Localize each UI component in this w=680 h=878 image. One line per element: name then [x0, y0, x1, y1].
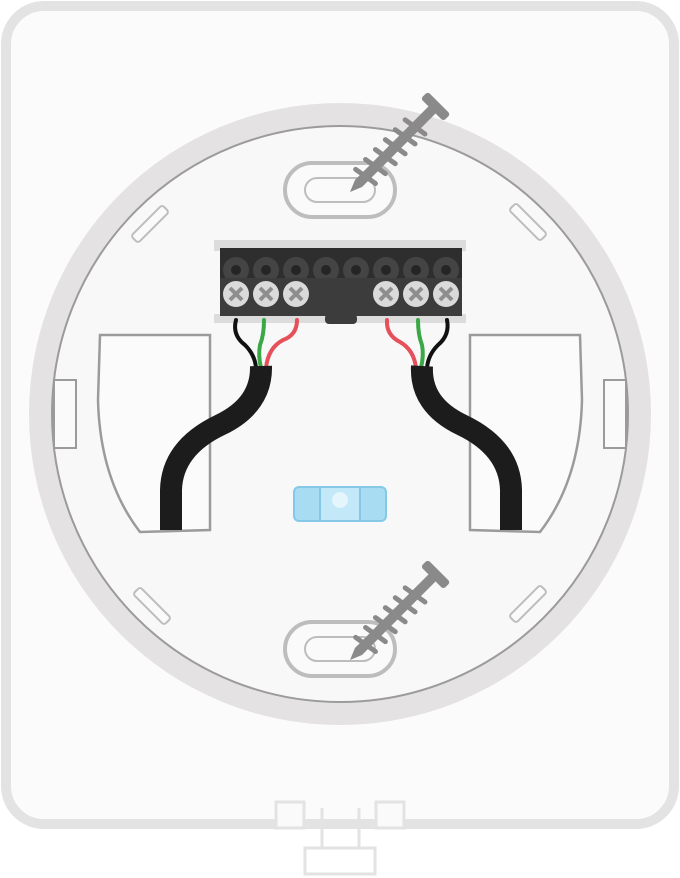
wall-screw-icon-top: [350, 92, 450, 192]
wires-right: [384, 318, 450, 370]
bottom-clip: [274, 800, 406, 876]
cable-left: [160, 365, 272, 530]
wall-screw-icon-bottom: [350, 560, 450, 660]
plate-face: [51, 125, 629, 703]
terminal-screws: [223, 281, 459, 307]
bubble-level-icon: [293, 486, 387, 522]
cable-right: [410, 365, 522, 530]
vent-slots: [131, 203, 547, 625]
wires-left: [233, 318, 299, 370]
cable-pocket-right: [468, 333, 584, 534]
side-tab-left: [53, 379, 77, 449]
terminal-block: [214, 240, 466, 324]
side-tab-right: [603, 379, 627, 449]
